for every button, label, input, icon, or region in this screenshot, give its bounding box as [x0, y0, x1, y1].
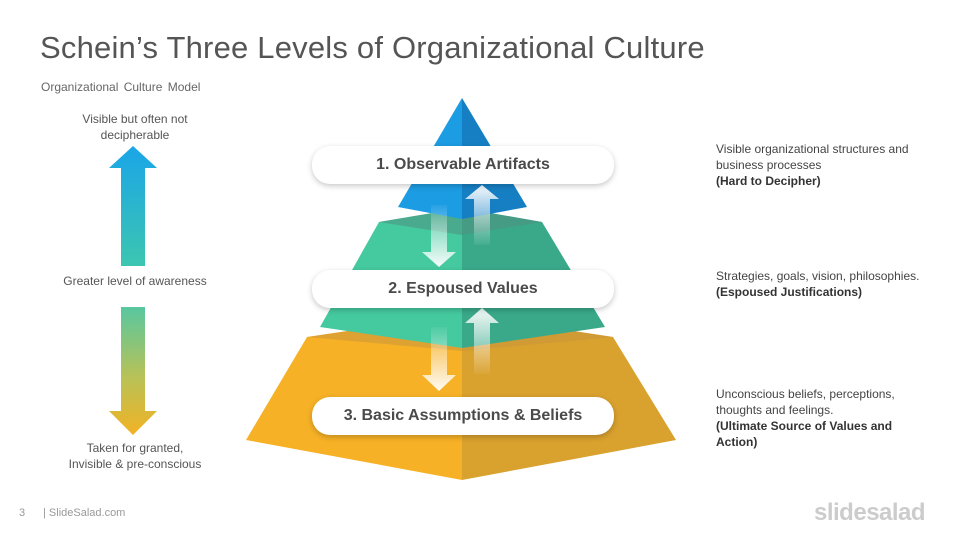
- footer-site-link: | SlideSalad.com: [43, 507, 126, 519]
- axis-bottom-label-line1: Taken for granted,: [86, 441, 184, 455]
- level-3-description: Unconscious beliefs, perceptions, though…: [716, 387, 895, 417]
- level-3-description-block: Unconscious beliefs, perceptions, though…: [716, 386, 931, 450]
- level-1-description-block: Visible organizational structures and bu…: [716, 141, 931, 189]
- arrow-down-icon: [422, 327, 456, 391]
- slide-title: Schein’s Three Levels of Organizational …: [40, 30, 705, 65]
- page-number: 3: [19, 507, 26, 519]
- awareness-axis-arrows: [109, 146, 157, 435]
- level-1-note: (Hard to Decipher): [716, 174, 821, 188]
- level-3-note: (Ultimate Source of Values and Action): [716, 419, 893, 449]
- axis-middle-label: Greater level of awareness: [63, 274, 207, 288]
- arrow-down-icon: [422, 205, 456, 267]
- slide-subtitle: Organizational Culture Model: [41, 80, 201, 94]
- level-2-note: (Espoused Justifications): [716, 285, 863, 299]
- arrow-down-icon: [109, 307, 157, 435]
- level-2-label: 2. Espoused Values: [312, 270, 614, 308]
- level-3-label: 3. Basic Assumptions & Beliefs: [312, 397, 614, 435]
- brand-logo: slidesalad: [814, 499, 926, 526]
- level-1-description: Visible organizational structures and bu…: [716, 142, 909, 172]
- level-2-description-block: Strategies, goals, vision, philosophies.…: [716, 268, 931, 300]
- axis-top-label: Visible but often not decipherable: [82, 112, 188, 142]
- level-1-label: 1. Observable Artifacts: [312, 146, 614, 184]
- axis-bottom-label-line2: Invisible & pre-conscious: [68, 457, 202, 471]
- arrow-up-icon: [109, 146, 157, 266]
- arrow-up-icon: [465, 308, 499, 374]
- level-2-description: Strategies, goals, vision, philosophies.: [716, 269, 920, 283]
- axis-bottom-label: Taken for granted, Invisible & pre-consc…: [40, 440, 230, 472]
- arrow-up-icon: [465, 185, 499, 245]
